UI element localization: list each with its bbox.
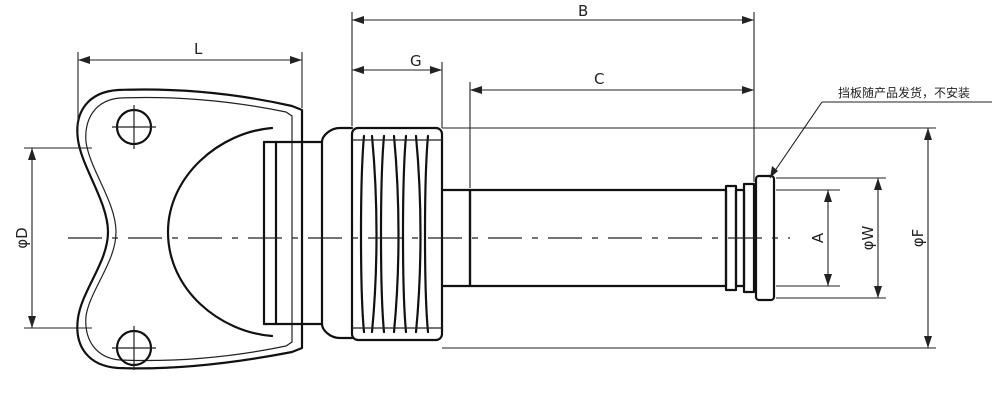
dimension-f: φF (442, 127, 936, 349)
dimension-c: C (469, 70, 754, 188)
dimension-l: L (77, 40, 303, 132)
leader-note: 挡板随产品发货，不安装 (769, 85, 992, 179)
label-d: φD (13, 227, 31, 248)
bolt-hole-bottom (112, 326, 156, 370)
mounting-flange (76, 88, 354, 370)
dimension-d: φD (13, 147, 92, 329)
label-b: B (578, 2, 588, 20)
label-c: C (594, 70, 604, 88)
dimension-b: B (351, 2, 755, 182)
label-g: G (410, 52, 422, 70)
bolt-hole-top (112, 105, 156, 149)
label-l: L (194, 40, 203, 58)
dimension-w: φW (776, 177, 886, 299)
dimension-a: A (776, 189, 840, 287)
bellows-section (350, 126, 444, 342)
note-text: 挡板随产品发货，不安装 (838, 85, 970, 100)
label-f: φF (909, 229, 927, 248)
label-a: A (809, 232, 827, 243)
dimension-g: G (352, 52, 443, 128)
label-w: φW (859, 225, 877, 250)
